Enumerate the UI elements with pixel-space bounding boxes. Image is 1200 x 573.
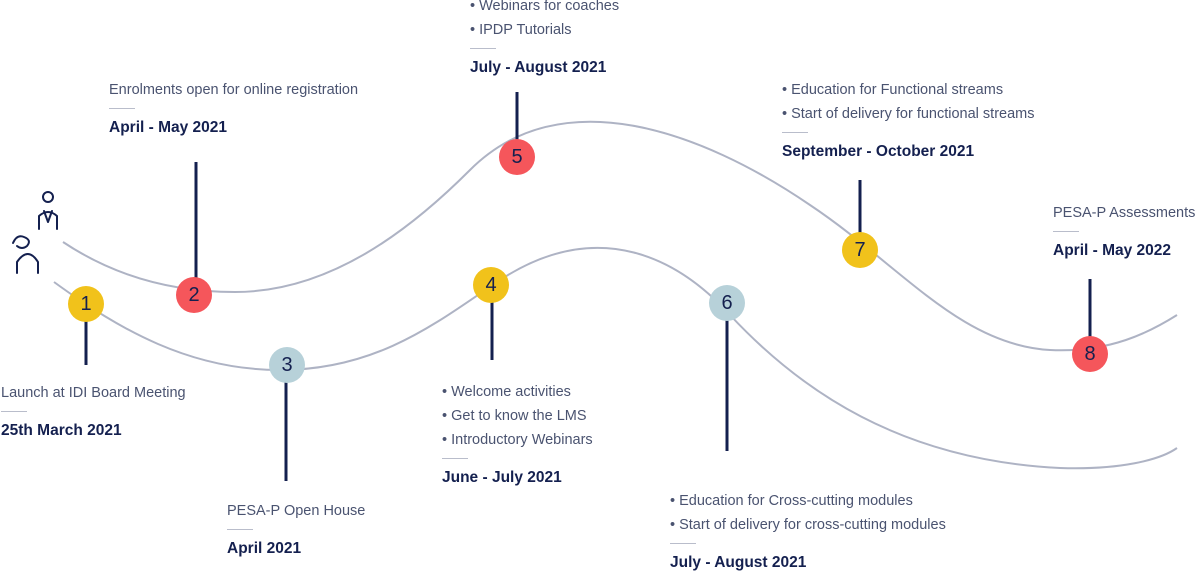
milestone-6-caption: • Education for Cross-cutting modules • … — [670, 489, 946, 573]
svg-text:8: 8 — [1084, 343, 1095, 365]
milestone-node-5: 5 — [499, 139, 535, 175]
milestone-4-line-3: • Introductory Webinars — [442, 432, 593, 448]
milestone-8-caption: PESA-P Assessments April - May 2022 — [1053, 201, 1195, 261]
milestone-5-line-1: • Webinars for coaches — [470, 0, 620, 14]
divider — [1053, 231, 1079, 232]
divider — [109, 108, 135, 109]
milestone-node-8: 8 — [1072, 336, 1108, 372]
milestone-node-7: 7 — [842, 232, 878, 268]
milestone-4-line-1: • Welcome activities — [442, 384, 571, 400]
milestone-2-date: April - May 2021 — [109, 119, 228, 136]
milestone-node-2: 2 — [176, 277, 212, 313]
divider — [470, 48, 496, 49]
milestone-5-date: July - August 2021 — [470, 59, 607, 76]
svg-text:5: 5 — [511, 146, 522, 168]
milestone-2-caption: Enrolments open for online registration … — [109, 78, 358, 138]
milestone-6-line-2: • Start of delivery for cross-cutting mo… — [670, 517, 946, 533]
milestone-3-caption: PESA-P Open House April 2021 — [227, 499, 365, 559]
milestone-7-caption: • Education for Functional streams • Sta… — [782, 78, 1034, 162]
milestone-node-4: 4 — [473, 267, 509, 303]
milestone-node-1: 1 — [68, 286, 104, 322]
svg-text:3: 3 — [281, 354, 292, 376]
svg-text:1: 1 — [80, 293, 91, 315]
people-icon — [12, 191, 58, 274]
divider — [782, 132, 808, 133]
milestone-7-date: September - October 2021 — [782, 143, 975, 160]
lower-path-curve — [53, 246, 1178, 470]
divider — [227, 529, 253, 530]
milestone-7-line-2: • Start of delivery for functional strea… — [782, 106, 1035, 122]
milestone-1-line-1: Launch at IDI Board Meeting — [1, 385, 186, 401]
milestone-node-6: 6 — [709, 285, 745, 321]
milestone-5-line-2: • IPDP Tutorials — [470, 22, 572, 38]
milestone-8-date: April - May 2022 — [1053, 242, 1172, 259]
milestone-8-line-1: PESA-P Assessments — [1053, 205, 1196, 221]
svg-text:6: 6 — [721, 292, 732, 314]
milestone-4-caption: • Welcome activities • Get to know the L… — [442, 380, 593, 488]
milestone-5-caption: • Webinars for coaches • IPDP Tutorials … — [470, 0, 619, 78]
milestone-3-date: April 2021 — [227, 540, 302, 557]
svg-text:2: 2 — [188, 284, 199, 306]
milestone-1-caption: Launch at IDI Board Meeting 25th March 2… — [1, 381, 186, 441]
milestone-6-line-1: • Education for Cross-cutting modules — [670, 493, 913, 509]
svg-text:4: 4 — [485, 274, 496, 296]
divider — [1, 411, 27, 412]
milestone-4-date: June - July 2021 — [442, 469, 562, 486]
divider — [670, 543, 696, 544]
divider — [442, 458, 468, 459]
upper-path-curve — [62, 120, 1178, 352]
milestone-6-date: July - August 2021 — [670, 554, 807, 571]
svg-text:7: 7 — [854, 239, 865, 261]
milestone-4-line-2: • Get to know the LMS — [442, 408, 587, 424]
milestone-3-line-1: PESA-P Open House — [227, 503, 366, 519]
milestone-node-3: 3 — [269, 347, 305, 383]
milestone-7-line-1: • Education for Functional streams — [782, 82, 1004, 98]
milestone-2-line-1: Enrolments open for online registration — [109, 82, 359, 98]
milestone-1-date: 25th March 2021 — [1, 422, 122, 439]
